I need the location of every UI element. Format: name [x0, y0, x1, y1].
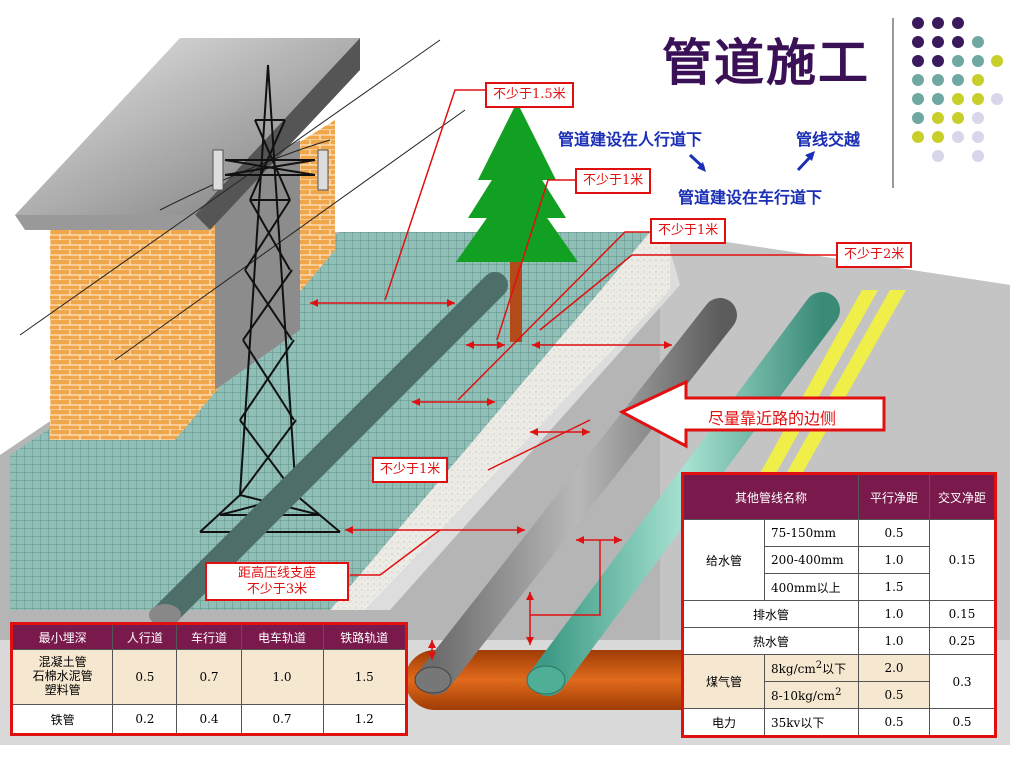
note-1m-a: 不少于1米 — [575, 168, 652, 194]
material-label: 混凝土管 — [38, 655, 87, 670]
table-row: 混凝土管 石棉水泥管 塑料管 0.5 0.7 1.0 1.5 — [10, 649, 407, 705]
note-hv-line-2: 不少于3米 — [246, 581, 308, 597]
table-cell: 1.5 — [858, 573, 930, 601]
table-row: 给水管 75-150mm 0.5 0.15 — [682, 519, 996, 601]
table-cell: 0.5 — [112, 649, 178, 705]
table-row: 电力 35kv以下 0.5 0.5 — [682, 708, 996, 737]
table-cell: 35kv以下 — [764, 708, 859, 737]
sidewalk-area — [10, 232, 650, 610]
table-cell: 混凝土管 石棉水泥管 塑料管 — [10, 649, 114, 705]
power-tower-icon — [199, 64, 341, 533]
table-cell: 铁管 — [10, 704, 114, 735]
superscript: 2 — [835, 687, 842, 698]
table-cell: 0.5 — [858, 519, 930, 547]
superscript: 2 — [815, 659, 823, 671]
table-cell: 热水管 — [682, 627, 859, 655]
note-2m: 不少于2米 — [836, 242, 913, 268]
dimension-arrowheads — [310, 299, 672, 660]
label-crossing: 管线交越 — [796, 130, 861, 149]
table-header-row: 其他管线名称 平行净距 交叉净距 — [682, 473, 996, 520]
page-title: 管道施工 — [662, 34, 870, 92]
table-cell: 0.4 — [176, 704, 242, 735]
note-hv-line-1: 距高压线支座 — [237, 566, 316, 581]
table-cell: 200-400mm — [764, 546, 859, 574]
table-header: 最小埋深 — [10, 623, 114, 650]
table-row: 排水管 1.0 0.15 — [682, 600, 996, 628]
label-sidewalk: 管道建设在人行道下 — [558, 130, 703, 149]
label-roadway: 管道建设在车行道下 — [678, 188, 823, 207]
table-cell: 1.5 — [322, 649, 407, 705]
table-header: 平行净距 — [858, 473, 930, 520]
dimension-lines — [310, 89, 838, 660]
table-cell: 0.2 — [112, 704, 178, 735]
note-1m-c: 不少于1米 — [372, 457, 449, 483]
table-cell: 0.15 — [929, 600, 996, 628]
table-cell: 0.25 — [929, 627, 996, 655]
table-cell: 1.0 — [240, 649, 324, 705]
curb-strip — [330, 232, 670, 610]
label-near-edge: 尽量靠近路的边侧 — [708, 409, 837, 428]
table-header: 交叉净距 — [929, 473, 996, 520]
gas-pressure-1: 8kg/cm — [771, 661, 816, 676]
table-header: 车行道 — [176, 623, 242, 650]
note-1m-b: 不少于1米 — [650, 218, 727, 244]
table-header-row: 最小埋深 人行道 车行道 电车轨道 铁路轨道 — [10, 623, 407, 650]
table-cell: 排水管 — [682, 600, 859, 628]
distance-table: 其他管线名称 平行净距 交叉净距 给水管 75-150mm 0.5 0.15 2… — [681, 472, 997, 738]
table-cell: 给水管 — [682, 519, 765, 601]
table-cell: 400mm以上 — [764, 573, 859, 601]
table-row: 煤气管 8kg/cm2以下 2.0 0.3 — [682, 654, 996, 709]
table-row: 8-10kg/cm2 0.5 — [683, 681, 996, 709]
note-1-5m: 不少于1.5米 — [485, 82, 574, 108]
table-cell: 8-10kg/cm2 — [764, 681, 859, 709]
table-header: 人行道 — [112, 623, 178, 650]
material-label: 石棉水泥管 — [32, 669, 93, 684]
table-row: 铁管 0.2 0.4 0.7 1.2 — [10, 704, 407, 735]
table-cell: 75-150mm — [764, 519, 859, 547]
table-cell: 0.5 — [858, 681, 930, 709]
gas-pressure-1-tail: 以下 — [822, 661, 847, 676]
table-cell: 0.5 — [858, 708, 930, 737]
table-cell: 煤气管 — [682, 654, 765, 709]
table-cell: 2.0 — [858, 654, 930, 682]
arrow-icon — [618, 379, 886, 449]
table-cell: 0.7 — [176, 649, 242, 705]
material-label: 塑料管 — [44, 682, 81, 697]
table-cell: 0.7 — [240, 704, 324, 735]
table-cell: 1.0 — [858, 600, 930, 628]
table-cell: 8kg/cm2以下 — [764, 654, 859, 682]
table-header: 铁路轨道 — [322, 623, 407, 650]
pipe-icon — [418, 298, 737, 695]
table-cell: 0.15 — [929, 519, 996, 601]
table-cell: 0.3 — [929, 654, 996, 709]
table-cell: 电力 — [682, 708, 765, 737]
table-cell: 1.0 — [858, 627, 930, 655]
table-header: 其他管线名称 — [682, 473, 859, 520]
depth-table: 最小埋深 人行道 车行道 电车轨道 铁路轨道 混凝土管 石棉水泥管 塑料管 0.… — [10, 622, 408, 736]
divider-line — [892, 18, 894, 188]
note-hv-line: 距高压线支座 不少于3米 — [205, 562, 349, 602]
table-row: 热水管 1.0 0.25 — [682, 627, 996, 655]
gas-pressure-2: 8-10kg/cm — [771, 689, 836, 703]
decorative-dots — [912, 17, 1003, 162]
table-cell: 0.5 — [929, 708, 996, 737]
table-header: 电车轨道 — [240, 623, 324, 650]
table-cell: 1.2 — [322, 704, 407, 735]
table-cell: 1.0 — [858, 546, 930, 574]
pipe-icon — [152, 272, 508, 628]
